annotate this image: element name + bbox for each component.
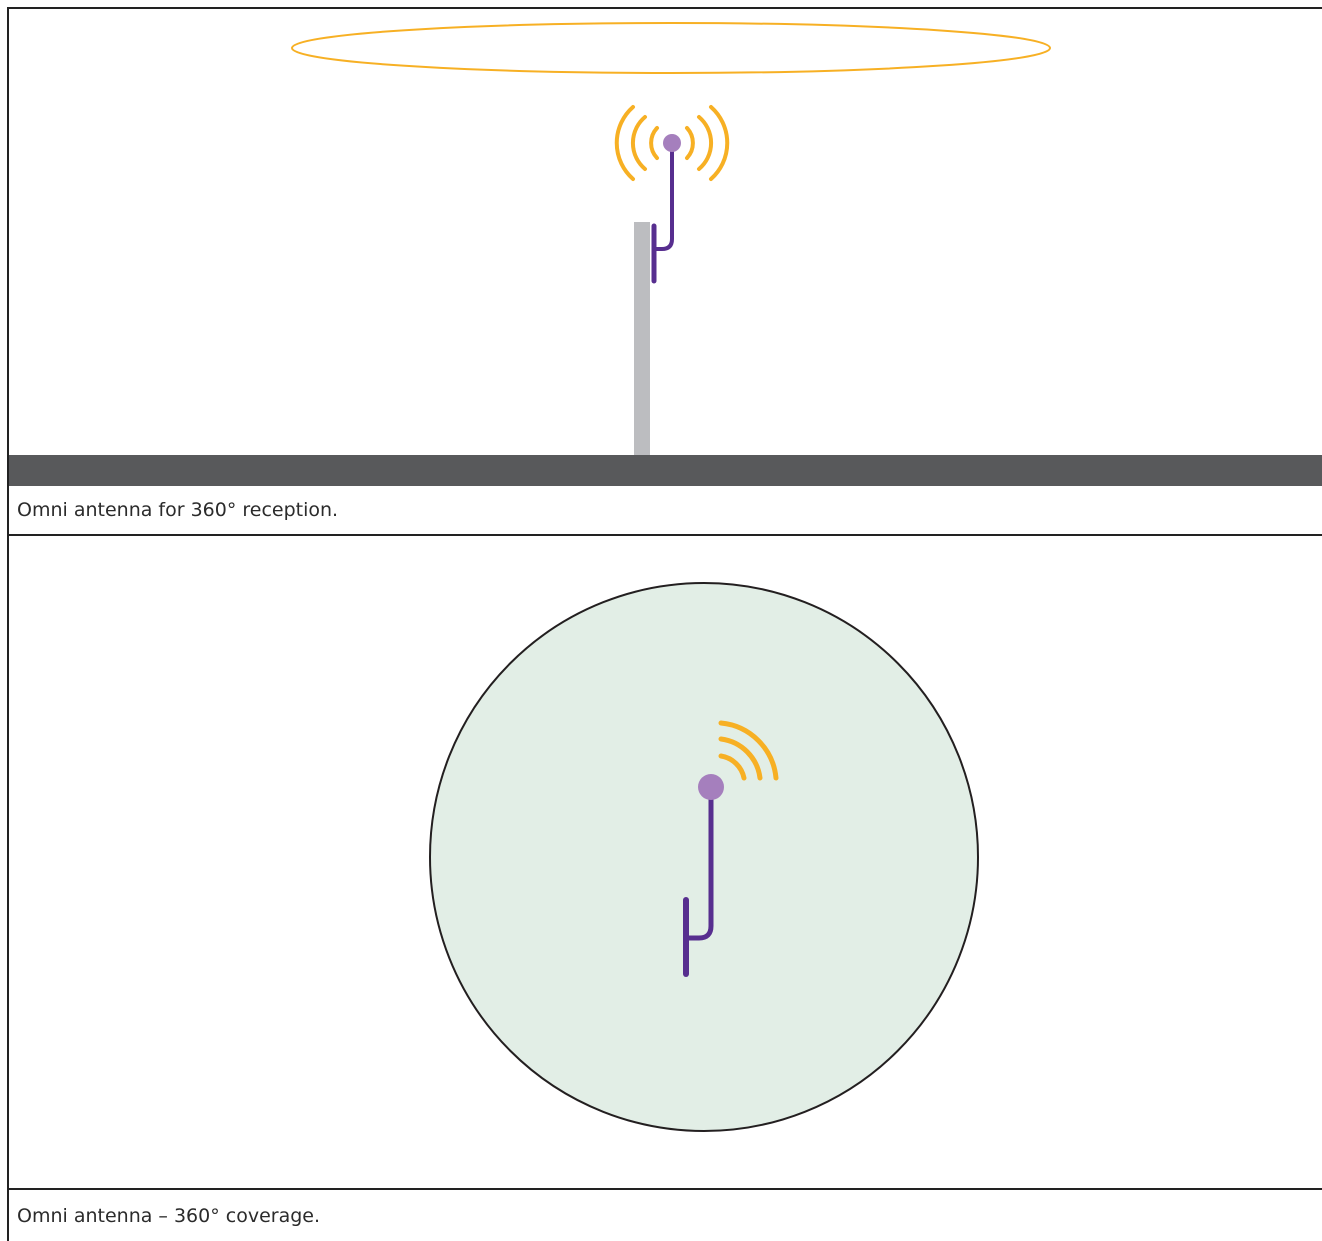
- side-view-diagram: [291, 22, 1051, 455]
- antenna-icon: [683, 774, 724, 977]
- side-view-panel: [9, 9, 1322, 455]
- antenna-tip: [698, 774, 724, 800]
- signal-waves-icon: [718, 720, 779, 781]
- figure-caption: Omni antenna for 360° reception.: [9, 486, 1322, 536]
- mast: [634, 222, 650, 455]
- figure-caption: Omni antenna – 360° coverage.: [9, 1188, 1322, 1241]
- antenna-tip: [663, 134, 681, 152]
- ground: [9, 455, 1322, 486]
- coverage-view-panel: [9, 538, 1322, 1188]
- coverage-circle: [429, 582, 979, 1132]
- radiation-pattern-ring: [291, 22, 1051, 74]
- signal-waves-icon: [614, 105, 730, 181]
- coverage-diagram: [429, 582, 979, 1132]
- antenna-icon: [651, 134, 681, 284]
- figure-frame: [7, 7, 1322, 1241]
